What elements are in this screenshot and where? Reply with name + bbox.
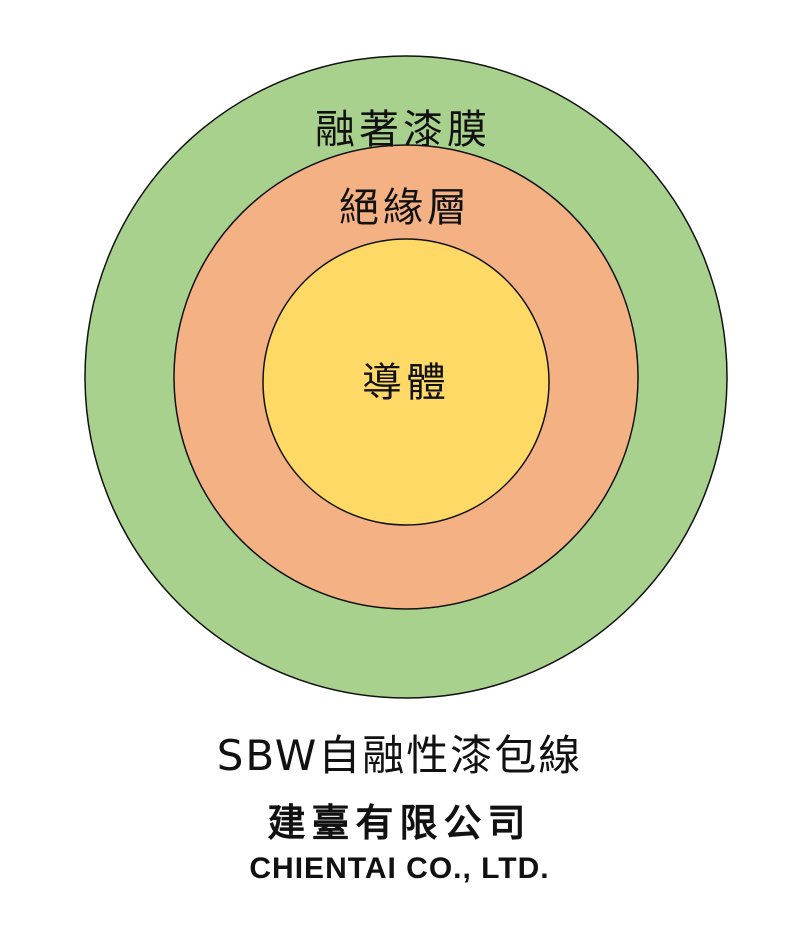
label-insulation: 絕緣層 bbox=[339, 185, 471, 231]
label-conductor: 導體 bbox=[362, 360, 450, 406]
company-name-english: CHIENTAI CO., LTD. bbox=[249, 852, 550, 885]
product-title: SBW自融性漆包線 bbox=[216, 731, 583, 780]
company-name-chinese: 建臺有限公司 bbox=[267, 801, 532, 845]
label-bonding-film: 融著漆膜 bbox=[315, 107, 491, 153]
inner-core-conductor bbox=[262, 238, 550, 526]
cross-section-diagram: 融著漆膜 絕緣層 導體 bbox=[84, 55, 728, 699]
